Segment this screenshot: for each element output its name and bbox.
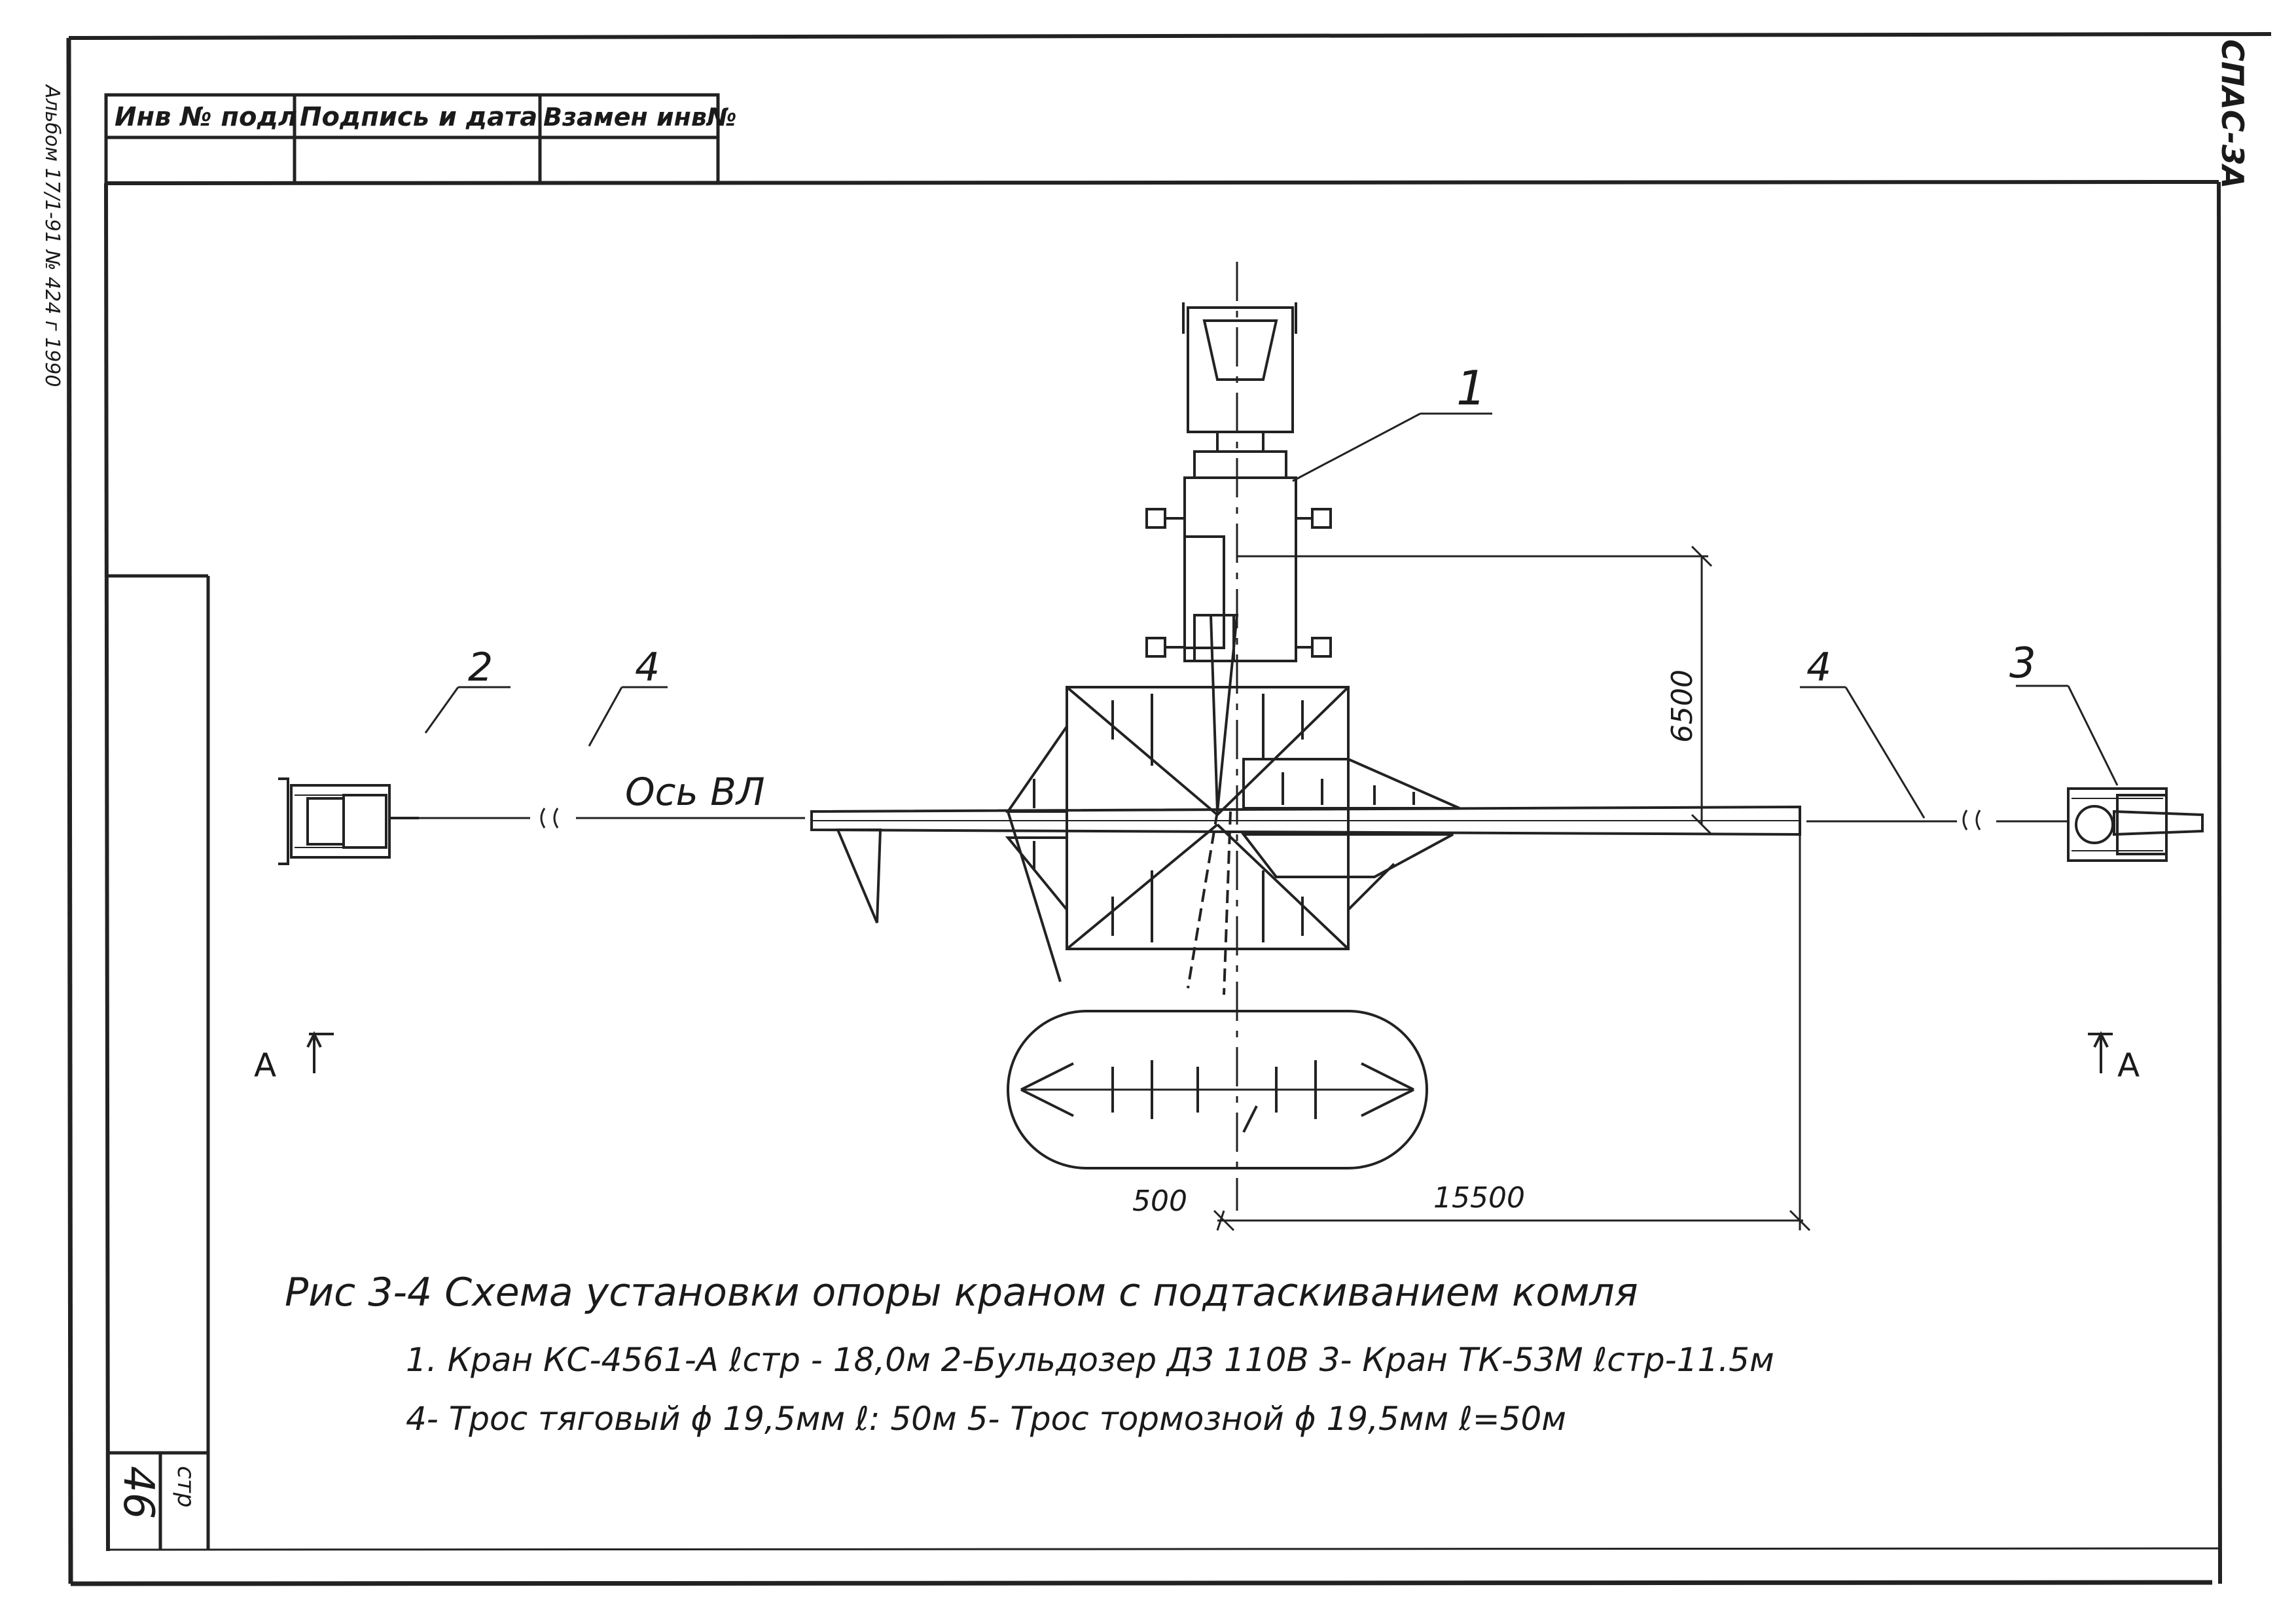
page-label: стр bbox=[172, 1466, 199, 1508]
dim-500: 500 bbox=[1132, 1185, 1187, 1218]
caption-line2: 4- Трос тяговый ϕ 19,5мм ℓ: 50м 5- Трос … bbox=[406, 1400, 1566, 1438]
page-number-box bbox=[108, 574, 210, 1550]
stamp-col3: Взамен инв№ bbox=[543, 103, 737, 132]
section-marks bbox=[306, 1031, 2113, 1073]
caption-line1: 1. Кран КС-4561-А ℓстр - 18,0м 2-Бульдоз… bbox=[406, 1341, 1774, 1379]
dimension-lines bbox=[1213, 545, 1811, 1232]
label-4-right: 4 bbox=[1806, 645, 1831, 690]
section-label-right: А bbox=[2117, 1046, 2140, 1084]
axis-line bbox=[419, 808, 2068, 830]
page-number: 46 bbox=[114, 1466, 162, 1519]
dim-15500: 15500 bbox=[1433, 1181, 1525, 1215]
stamp-col2: Подпись и дата bbox=[300, 102, 537, 132]
pole-support bbox=[810, 805, 1801, 923]
label-1: 1 bbox=[1456, 361, 1486, 416]
caption-title: Рис 3-4 Схема установки опоры краном с п… bbox=[285, 1270, 1638, 1315]
crawler-track bbox=[1007, 1010, 1428, 1169]
bulldozer-dz110v bbox=[278, 777, 419, 865]
stamp-col1: Инв № подл bbox=[115, 102, 297, 132]
label-3: 3 bbox=[2009, 639, 2036, 688]
leader-lines bbox=[424, 412, 2119, 819]
crane-ks4561a bbox=[1145, 302, 1332, 995]
crane-tk53m bbox=[2067, 787, 2204, 862]
side-code: СПАС-3А bbox=[2215, 39, 2250, 188]
left-margin-note: Альбом 17/1-91 № 424 г 1990 bbox=[41, 84, 63, 387]
axis-label: Ось ВЛ bbox=[625, 770, 765, 814]
dim-6500: 6500 bbox=[1666, 669, 1699, 743]
label-4-left: 4 bbox=[635, 645, 660, 690]
stamp-table bbox=[104, 93, 720, 185]
label-2: 2 bbox=[468, 645, 493, 690]
crossarm-structure bbox=[1005, 686, 1460, 982]
section-label-left: А bbox=[254, 1046, 276, 1084]
